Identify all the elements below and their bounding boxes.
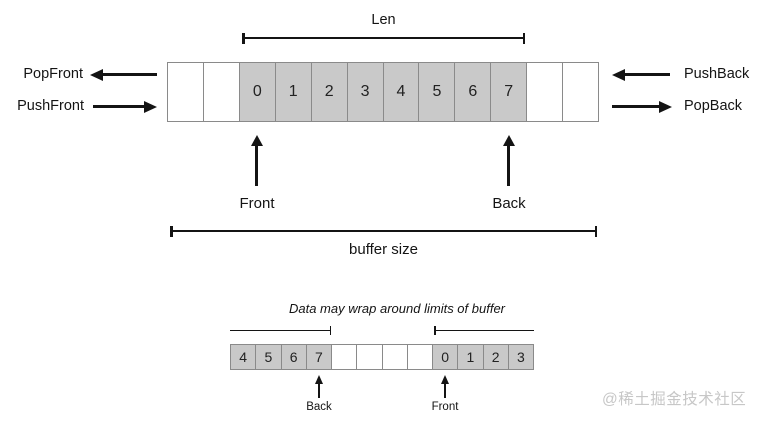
mini-left-span-line — [230, 326, 331, 335]
mini-back-pointer-label: Back — [306, 401, 332, 413]
buffer-cell: 2 — [310, 63, 347, 121]
buffer-cell: 3 — [346, 63, 383, 121]
pop-front-arrow-icon — [103, 73, 157, 76]
mini-back-pointer-arrow-icon — [318, 384, 320, 398]
buffer-cell: 6 — [280, 345, 306, 369]
buffer-cell: 6 — [454, 63, 491, 121]
buffer-cell: 2 — [482, 345, 508, 369]
pop-front-label: PopFront — [23, 66, 83, 82]
buffer-cell: 1 — [457, 345, 483, 369]
buffer-cell: 5 — [255, 345, 281, 369]
buffer-cell — [356, 345, 381, 369]
buffer-cell: 7 — [305, 345, 331, 369]
buffer-cell: 0 — [238, 63, 275, 121]
len-bracket — [242, 32, 525, 44]
pop-back-label: PopBack — [684, 98, 743, 114]
watermark: @稀土掘金技术社区 — [602, 391, 747, 408]
back-pointer-arrow-icon — [507, 146, 510, 186]
pop-back-arrow-icon — [612, 105, 659, 108]
buffer-cell — [202, 63, 239, 121]
mini-front-pointer-label: Front — [431, 401, 459, 413]
len-label: Len — [371, 12, 396, 28]
mini-front-pointer-arrow-icon — [444, 384, 446, 398]
push-back-arrow-icon — [625, 73, 670, 76]
buffer-cell — [381, 345, 407, 369]
buffer-cell: 5 — [418, 63, 455, 121]
buffer-cell: 3 — [507, 345, 533, 369]
buffer-cell: 4 — [382, 63, 419, 121]
mini-right-span-line — [434, 326, 534, 335]
front-pointer-label: Front — [239, 195, 275, 212]
buffer-cell: 4 — [231, 345, 256, 369]
push-back-label: PushBack — [684, 66, 750, 82]
buffer-cell — [526, 63, 562, 121]
push-front-arrow-icon — [93, 105, 144, 108]
buffer-cell — [562, 63, 598, 121]
buffer-cell: 1 — [274, 63, 311, 121]
back-pointer-label: Back — [492, 195, 526, 212]
wrap-around-caption: Data may wrap around limits of buffer — [288, 301, 506, 316]
push-front-label: PushFront — [17, 98, 84, 114]
buffer-size-label: buffer size — [349, 241, 418, 258]
buffer-cell: 0 — [432, 345, 458, 369]
buffer-cell — [331, 345, 356, 369]
front-pointer-arrow-icon — [255, 146, 258, 186]
buffer-size-bracket — [170, 225, 597, 237]
buffer-cell — [168, 63, 203, 121]
buffer-cell — [406, 345, 432, 369]
buffer-cell: 7 — [490, 63, 527, 121]
